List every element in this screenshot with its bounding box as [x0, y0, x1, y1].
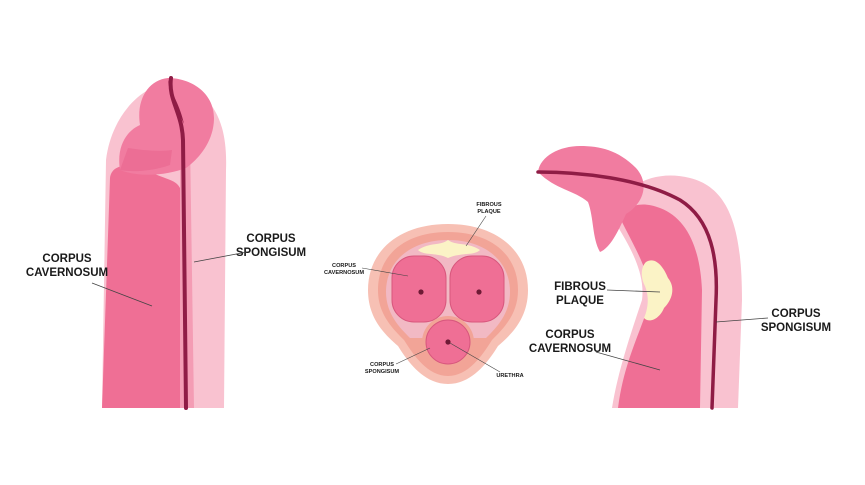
left-meatus: [168, 80, 184, 124]
right-label-fibrous: FIBROUS PLAQUE: [554, 281, 661, 307]
right-urethra: [536, 170, 719, 410]
svg-text:CORPUS: CORPUS: [332, 263, 356, 269]
svg-text:CORPUS: CORPUS: [246, 233, 296, 245]
curved-penis-illustration: [536, 146, 742, 410]
cross-artery-right: [476, 289, 482, 295]
center-label-fibrous: FIBROUS PLAQUE: [465, 202, 502, 247]
right-label-spongisum: CORPUS SPONGISUM: [715, 308, 831, 334]
svg-text:SPONGISUM: SPONGISUM: [236, 247, 306, 259]
svg-text:FIBROUS: FIBROUS: [554, 281, 606, 293]
left-urethra: [168, 76, 188, 410]
svg-text:CORPUS: CORPUS: [370, 362, 394, 368]
center-label-spongisum: CORPUS SPONGISUM: [365, 347, 431, 375]
left-label-spongisum: CORPUS SPONGISUM: [193, 233, 306, 263]
svg-text:CAVERNOSUM: CAVERNOSUM: [324, 270, 364, 276]
svg-text:URETHRA: URETHRA: [496, 373, 523, 379]
right-label-cavernosum: CORPUS CAVERNOSUM: [529, 329, 661, 371]
svg-text:CORPUS: CORPUS: [42, 253, 92, 265]
svg-text:CORPUS: CORPUS: [771, 308, 821, 320]
cross-corpus-cavernosum-right: [449, 255, 505, 323]
cross-corpus-cavernosum-left: [391, 255, 447, 323]
svg-text:SPONGISUM: SPONGISUM: [365, 369, 400, 375]
cross-urethra: [445, 339, 451, 345]
cross-section-illustration: [368, 224, 528, 384]
svg-text:PLAQUE: PLAQUE: [477, 209, 501, 215]
left-glans-shadow: [120, 148, 172, 172]
cross-fibrous-plaque: [418, 240, 480, 258]
svg-text:SPONGISUM: SPONGISUM: [761, 322, 831, 334]
left-corpus-cavernosum: [102, 165, 183, 408]
center-label-urethra: URETHRA: [449, 342, 524, 379]
svg-text:CORPUS: CORPUS: [545, 329, 595, 341]
svg-text:CAVERNOSUM: CAVERNOSUM: [26, 267, 108, 279]
straight-penis-illustration: [102, 76, 227, 410]
svg-text:PLAQUE: PLAQUE: [556, 295, 604, 307]
right-fibrous-plaque: [641, 260, 673, 321]
svg-text:FIBROUS: FIBROUS: [476, 202, 501, 208]
center-label-cavernosum: CORPUS CAVERNOSUM: [324, 263, 409, 277]
svg-text:CAVERNOSUM: CAVERNOSUM: [529, 343, 611, 355]
cross-artery-left: [418, 289, 424, 295]
left-label-cavernosum: CORPUS CAVERNOSUM: [26, 253, 153, 307]
